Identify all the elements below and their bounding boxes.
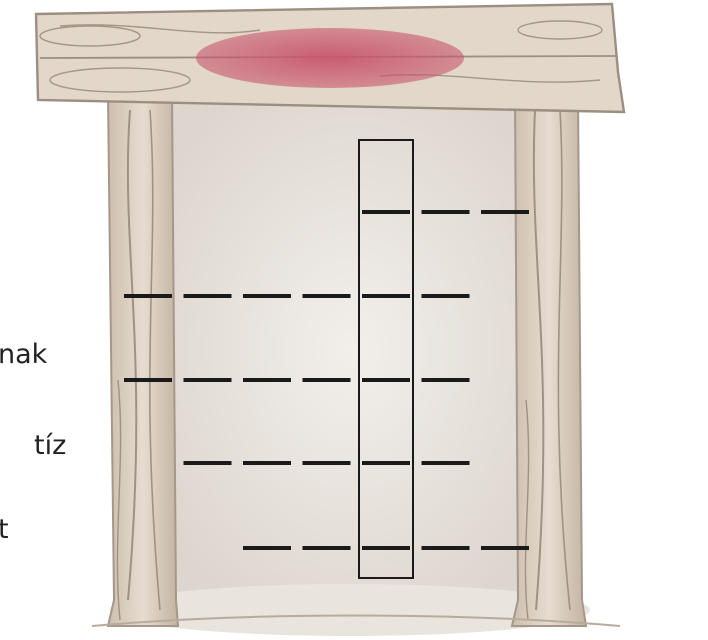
banner-stain [196, 28, 464, 88]
row-clue-1: nak [0, 341, 47, 368]
row-clue-3: t [0, 516, 9, 543]
left-post [108, 96, 178, 626]
gate-interior [165, 100, 540, 600]
row-clue-2: tíz [34, 432, 66, 459]
